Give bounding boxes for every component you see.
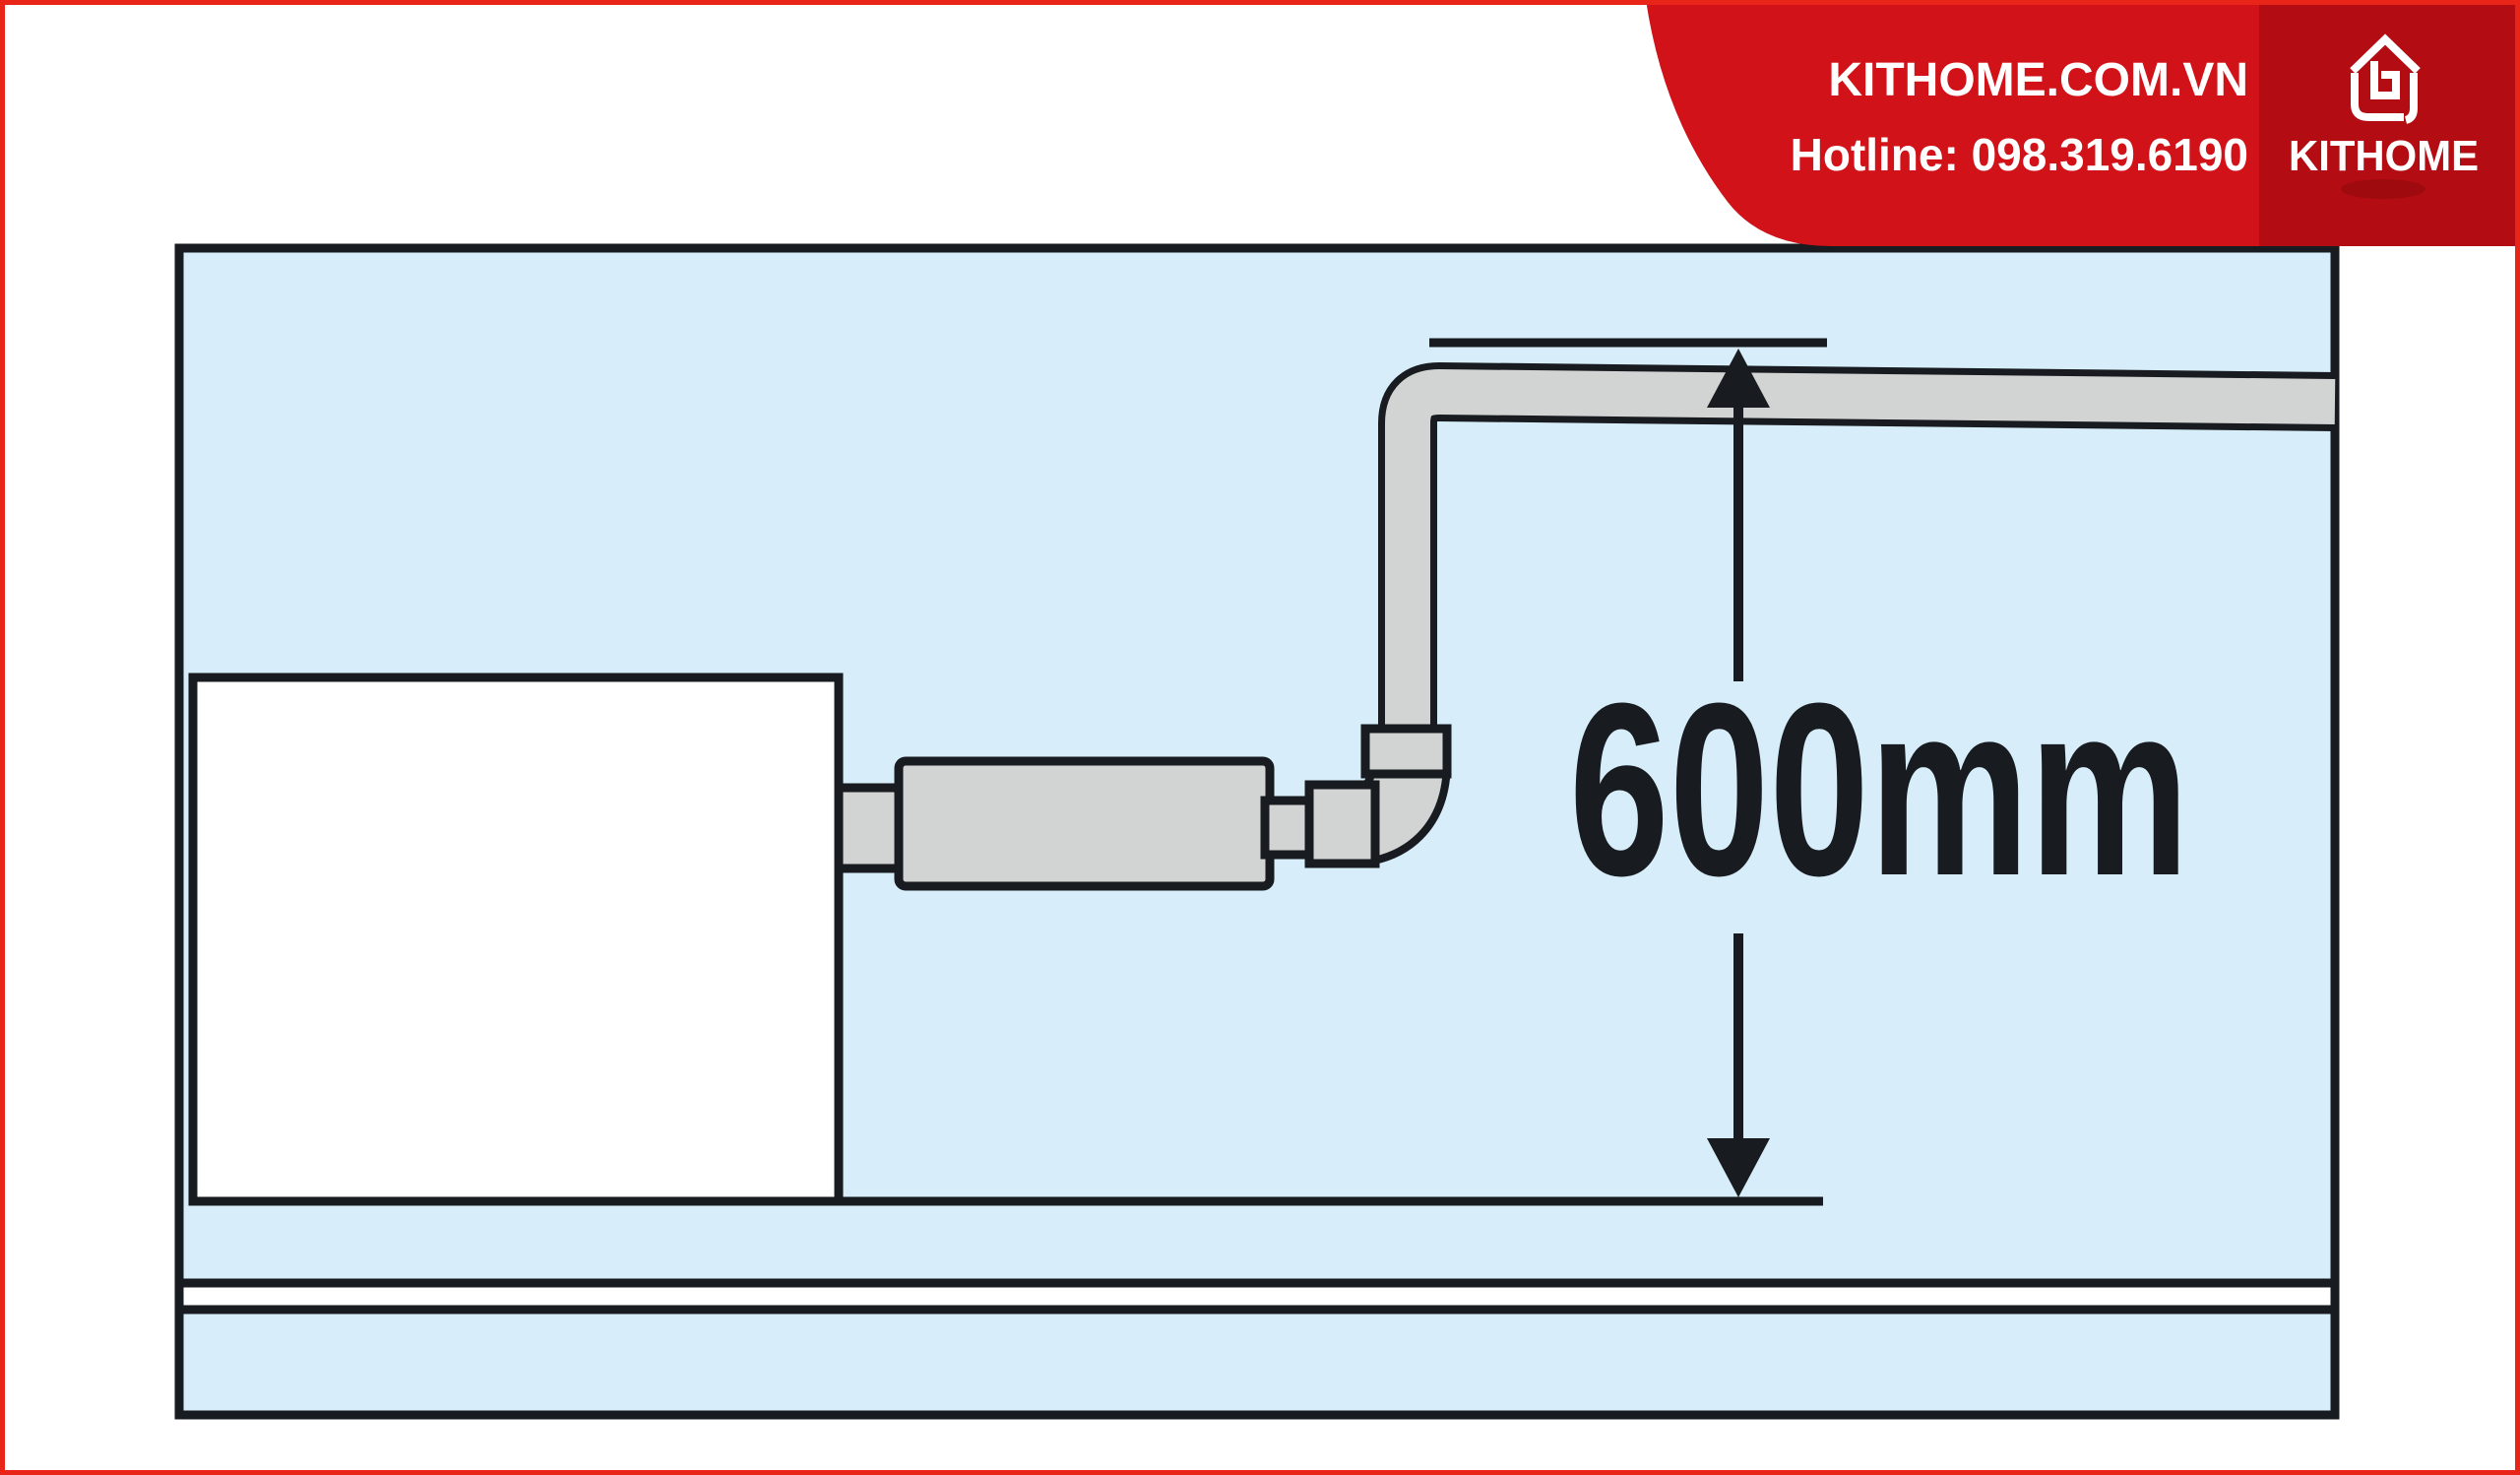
logo-shadow-ellipse — [2341, 179, 2426, 199]
logo-inner-spiral — [2370, 61, 2400, 99]
brand-logo-text: KITHOME — [2289, 132, 2479, 180]
logo-panel-background — [2259, 0, 2520, 246]
dimension-arrowhead-up-icon — [1707, 349, 1770, 408]
height-dimension: 600mm — [1429, 338, 2189, 1197]
brand-banner: KITHOME.COM.VN Hotline: 098.319.6190 KIT… — [1646, 0, 2520, 246]
brand-website: KITHOME.COM.VN — [1828, 54, 2248, 106]
elbow-left-collar — [1304, 780, 1380, 868]
elbow-top-collar — [1360, 724, 1452, 779]
kithome-house-icon — [2350, 33, 2421, 124]
brand-hotline: Hotline: 098.319.6190 — [1791, 129, 2248, 180]
logo-left-wall-and-base — [2351, 73, 2404, 121]
cabinet-box — [188, 673, 844, 1206]
duct-silencer — [894, 756, 1275, 891]
logo-right-wall — [2404, 73, 2418, 124]
duct-installation-diagram: 600mm — [174, 243, 2340, 1420]
dimension-arrowhead-down-icon — [1707, 1138, 1770, 1197]
riser-and-horizontal-duct — [1385, 368, 2336, 756]
logo-roof — [2350, 33, 2421, 74]
dimension-label: 600mm — [1569, 652, 2189, 927]
